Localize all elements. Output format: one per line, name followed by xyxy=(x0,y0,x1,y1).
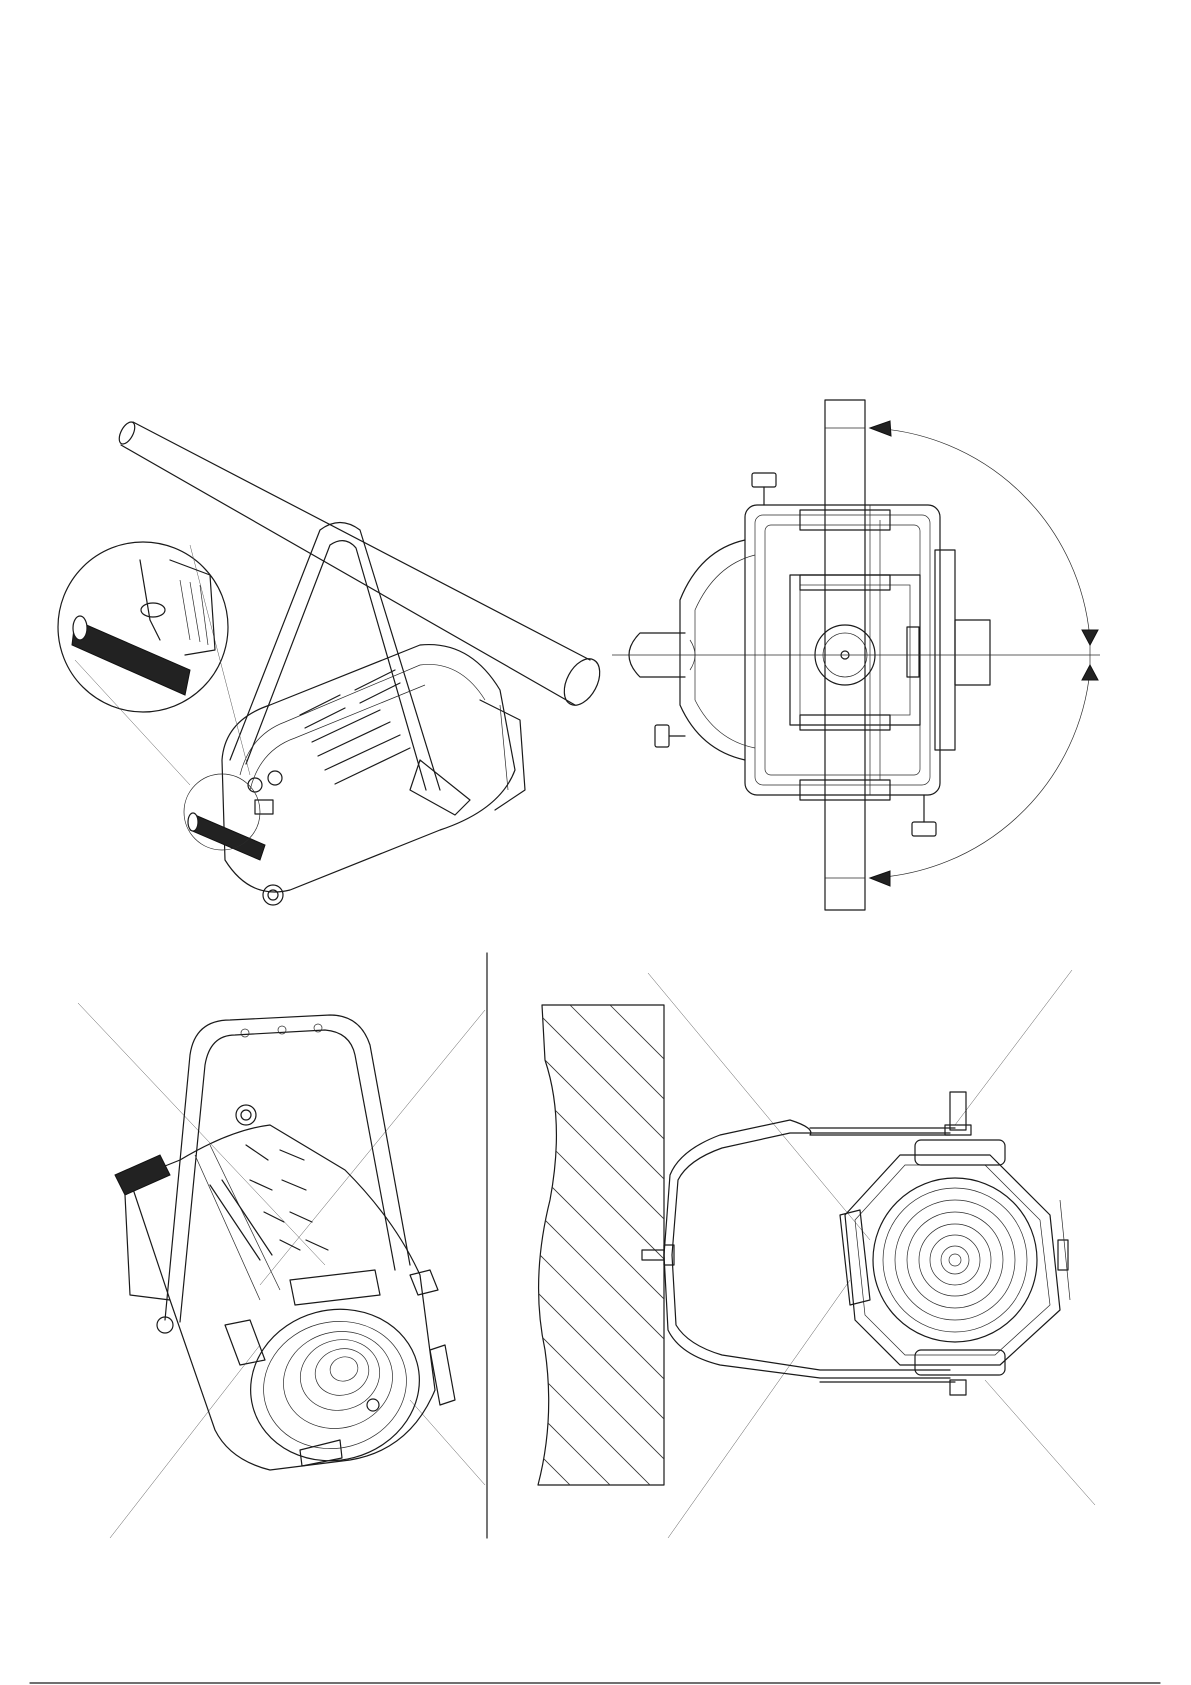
leader-line xyxy=(410,1400,485,1485)
fixture-housing-top xyxy=(680,505,990,795)
vent-slots xyxy=(300,670,410,784)
perspective-clamp-mount-view xyxy=(58,420,607,905)
leader-line xyxy=(78,1003,325,1265)
wall-fresnel-lens xyxy=(873,1178,1037,1342)
tilt-knob xyxy=(263,885,283,905)
clamp-pad-top xyxy=(800,510,890,530)
leader-line xyxy=(955,970,1072,1125)
front-perspective-view xyxy=(78,953,487,1538)
front-top-knob xyxy=(236,1105,256,1125)
front-yoke xyxy=(165,1015,410,1322)
knurled-handle xyxy=(188,813,265,860)
rear-connectors xyxy=(248,771,282,814)
front-body xyxy=(115,1125,435,1470)
clamp-pad-mid-bottom xyxy=(800,715,890,730)
detail-magnifier xyxy=(58,542,260,850)
rotation-arc xyxy=(870,421,1098,886)
leader-line xyxy=(648,973,870,1240)
fresnel-lens-front xyxy=(233,1291,436,1480)
clamp-pad-mid-top xyxy=(800,575,890,590)
wall-bolt xyxy=(642,1245,674,1265)
wall-fixture-front xyxy=(840,1140,1070,1375)
yoke-bracket xyxy=(230,523,470,816)
adjust-knobs xyxy=(655,473,936,836)
clamp-pad-bottom xyxy=(800,780,890,800)
wall-yoke xyxy=(664,1120,955,1382)
front-vent-slots xyxy=(210,1145,328,1260)
fixture-body xyxy=(222,645,525,892)
top-view-rotation xyxy=(612,400,1100,910)
wall-section xyxy=(520,915,680,1595)
leader-line xyxy=(985,1380,1095,1505)
wall-mount-view xyxy=(520,915,1095,1595)
leader-line xyxy=(668,1280,850,1538)
leader-line xyxy=(110,1345,260,1538)
